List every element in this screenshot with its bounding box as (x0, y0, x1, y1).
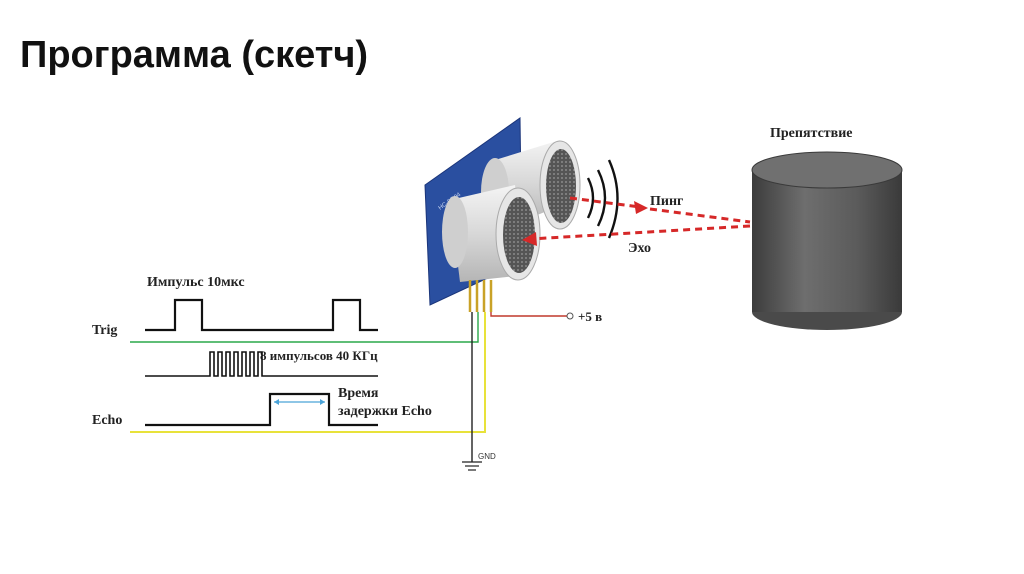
ping-label: Пинг (650, 194, 683, 209)
delay-label-line1: Время (338, 386, 379, 401)
echo-arrow (529, 224, 751, 241)
trig-wire (130, 312, 479, 343)
impulse-label: Импульс 10мкс (147, 275, 245, 290)
echo-label: Echo (92, 413, 122, 428)
trig-waveform (145, 298, 378, 332)
trig-label: Trig (92, 323, 117, 338)
slide-title: Программа (скетч) (20, 34, 369, 76)
obstacle-label: Препятствие (770, 126, 853, 141)
power-label: +5 в (578, 309, 602, 324)
sensor-module: HC-SR04 (424, 117, 581, 312)
power-terminal (566, 312, 574, 320)
pulses-label: 8 импульсов 40 КГц (260, 348, 378, 363)
gnd-label: GND (478, 452, 496, 461)
ping-continuation (649, 207, 751, 224)
sound-waves (586, 159, 619, 239)
wires (130, 312, 568, 462)
echo-waveform (145, 392, 378, 427)
power-wire (490, 312, 568, 317)
delay-label-line2: задержки Echo (338, 404, 432, 419)
obstacle-cylinder (751, 151, 903, 330)
pulse-burst-waveform (145, 351, 378, 377)
echo-wire (130, 312, 486, 433)
ground-symbol (462, 461, 482, 471)
sensor-pins (468, 280, 493, 312)
transducer-front (442, 185, 541, 282)
echo-wave-label: Эхо (628, 241, 651, 256)
